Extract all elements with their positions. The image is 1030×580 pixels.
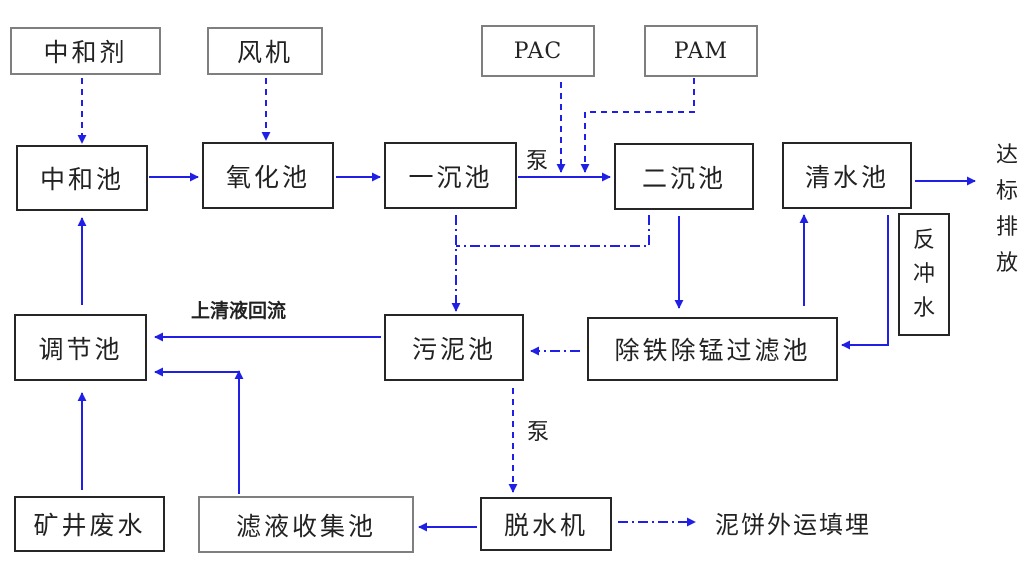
neutralization-tank-box: 中和池	[16, 145, 148, 211]
backwash-water-box: 反 冲 水	[898, 213, 950, 336]
primary-sedimentation-box: 一沉池	[384, 142, 517, 209]
pam-box: PAM	[644, 25, 758, 77]
iron-manganese-filter-box: 除铁除锰过滤池	[587, 317, 838, 381]
dewatering-machine-box: 脱水机	[480, 497, 612, 551]
discharge-char-3: 排	[996, 215, 1019, 240]
backwash-char-2: 冲	[912, 261, 935, 287]
clear-water-tank-box: 清水池	[782, 142, 912, 209]
oxidation-tank-box: 氧化池	[202, 142, 334, 209]
secondary-sedimentation-box: 二沉池	[614, 143, 754, 210]
pump-label-bottom: 泵	[527, 420, 550, 445]
supernatant-return-label: 上清液回流	[191, 300, 287, 322]
arrow-backwash-to-filter	[841, 215, 889, 350]
discharge-char-1: 达	[996, 143, 1019, 168]
discharge-label: 达 标 排 放	[996, 138, 1018, 282]
sludge-disposal-label: 泥饼外运填埋	[715, 511, 871, 539]
discharge-char-4: 放	[996, 251, 1019, 276]
arrow-pam-dosing	[580, 78, 695, 173]
pump-label-top: 泵	[526, 149, 549, 174]
neutralizer-box: 中和剂	[10, 27, 161, 75]
filtrate-collection-box: 滤液收集池	[198, 496, 414, 553]
backwash-char-1: 反	[912, 227, 935, 253]
line-secondary-sludge	[456, 215, 650, 247]
sludge-tank-box: 污泥池	[384, 314, 524, 381]
regulating-tank-box: 调节池	[14, 314, 147, 381]
arrow-filtrate-to-regulating	[154, 367, 240, 494]
discharge-char-2: 标	[996, 179, 1019, 204]
mine-wastewater-box: 矿井废水	[14, 496, 165, 552]
pac-box: PAC	[481, 25, 595, 77]
blower-box: 风机	[207, 27, 323, 75]
backwash-char-3: 水	[912, 295, 935, 321]
